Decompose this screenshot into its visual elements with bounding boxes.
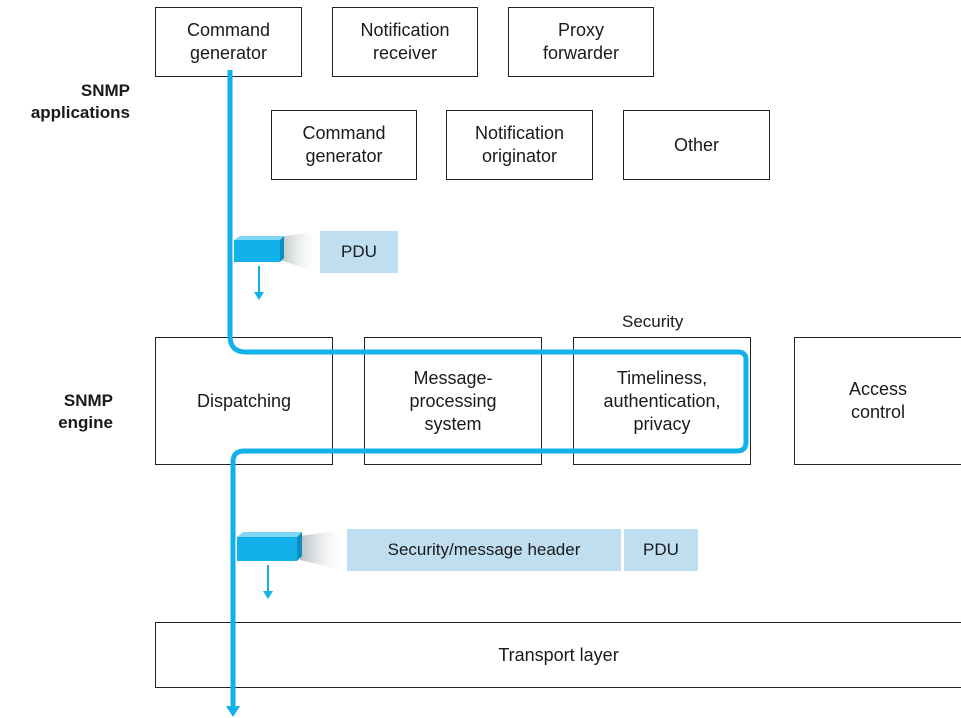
- snmp-applications-label: SNMP applications: [30, 81, 130, 122]
- down-arrow-icon: [254, 266, 264, 300]
- pdu-packet-2: PDU: [624, 529, 698, 571]
- pdu-fade-wedge: [280, 231, 320, 273]
- message-envelope-icon-2: [237, 532, 302, 561]
- message-flow-path: [227, 70, 749, 708]
- notification-originator-box: Notification originator: [446, 110, 593, 180]
- security-header-packet: Security/message header: [347, 529, 621, 571]
- command-generator-box-2: Command generator: [271, 110, 417, 180]
- header-fade-wedge: [300, 529, 347, 571]
- dispatching-box: Dispatching: [155, 337, 333, 465]
- message-envelope-icon: [234, 236, 284, 262]
- security-module-box: Timeliness, authentication, privacy: [573, 337, 751, 465]
- proxy-forwarder-box: Proxy forwarder: [508, 7, 654, 77]
- notification-receiver-box: Notification receiver: [332, 7, 478, 77]
- transport-layer-box: Transport layer: [155, 622, 961, 688]
- security-label: Security: [622, 312, 684, 331]
- pdu-packet: PDU: [320, 231, 398, 273]
- message-processing-box: Message- processing system: [364, 337, 542, 465]
- snmp-engine-label: SNMP engine: [58, 391, 113, 432]
- flow-arrowhead: [226, 706, 240, 717]
- command-generator-box: Command generator: [155, 7, 302, 77]
- down-arrow-icon-2: [263, 565, 273, 599]
- access-control-box: Access control: [794, 337, 961, 465]
- other-box: Other: [623, 110, 770, 180]
